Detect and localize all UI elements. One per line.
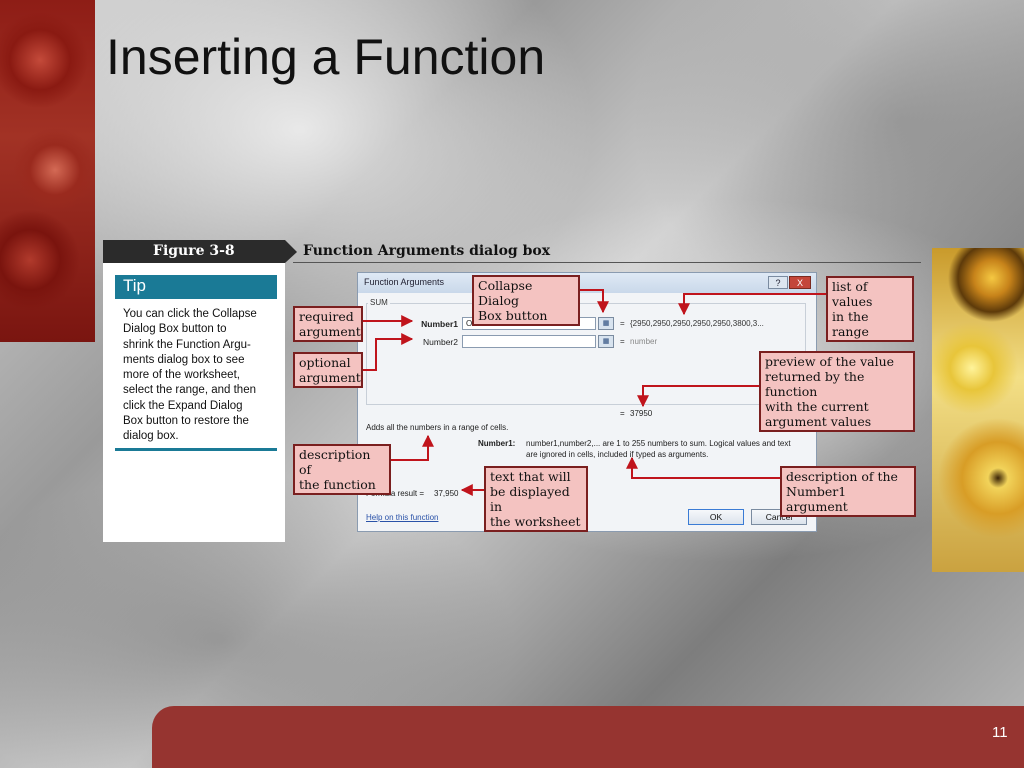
number1-label: Number1: [421, 319, 458, 329]
figure-title-rule: [293, 262, 921, 263]
dialog-titlebar: Function Arguments: [358, 273, 816, 293]
tip-line: Dialog Box button to: [123, 323, 227, 336]
slide-number: 11: [992, 724, 1008, 741]
number1-result: {2950,2950,2950,2950,2950,3800,3...: [630, 319, 764, 328]
decorative-right-flower: [932, 248, 1024, 572]
callout-line: the function: [299, 477, 376, 492]
number2-input[interactable]: [462, 335, 596, 348]
callout-line: Box button: [478, 308, 548, 323]
callout-line: in the range: [832, 309, 869, 339]
tip-line: ments dialog box to see: [123, 353, 245, 366]
tip-line: select the range, and then: [123, 384, 256, 397]
callout-required-argument: required argument: [293, 306, 363, 342]
callout-line: optional: [299, 355, 351, 370]
footer-bar: [152, 706, 1024, 768]
callout-preview-value: preview of the value returned by the fun…: [759, 351, 915, 432]
ok-button[interactable]: OK: [688, 509, 744, 525]
function-name: SUM: [368, 298, 390, 307]
collapse-dialog-icon: ▦: [602, 320, 610, 327]
dialog-title: Function Arguments: [364, 277, 445, 287]
callout-line: preview of the value: [765, 354, 895, 369]
help-on-function-link[interactable]: Help on this function: [366, 513, 439, 522]
callout-line: text that will: [490, 469, 571, 484]
tip-line: Box button to restore the: [123, 415, 249, 428]
decorative-left-flower: [0, 0, 95, 342]
callout-line: required: [299, 309, 354, 324]
figure-label: Figure 3-8: [103, 240, 297, 263]
callout-function-description: description of the function: [293, 444, 391, 495]
collapse-dialog-icon: ▦: [602, 338, 610, 345]
slide-title: Inserting a Function: [106, 29, 546, 85]
callout-list-of-values: list of values in the range: [826, 276, 914, 342]
number2-equals: =: [620, 337, 625, 346]
formula-result-value: 37,950: [434, 489, 459, 498]
tip-line: You can click the Collapse: [123, 308, 257, 320]
callout-collapse-dialog: Collapse Dialog Box button: [472, 275, 580, 326]
callout-line: argument: [299, 370, 361, 385]
argument-description-line: number1,number2,... are 1 to 255 numbers…: [526, 439, 791, 448]
tip-line: more of the worksheet,: [123, 369, 240, 382]
callout-line: be displayed in: [490, 484, 570, 514]
callout-line: description of: [299, 447, 371, 477]
figure-title: Function Arguments dialog box: [303, 243, 551, 259]
argument-description-label: Number1:: [478, 439, 516, 448]
tip-heading: Tip: [115, 275, 277, 299]
callout-line: Number1 argument: [786, 484, 848, 514]
number1-equals: =: [620, 319, 625, 328]
tip-line: dialog box.: [123, 430, 179, 443]
function-description: Adds all the numbers in a range of cells…: [366, 423, 509, 432]
number1-collapse-button[interactable]: ▦: [598, 317, 614, 330]
preview-result: 37950: [630, 409, 653, 418]
callout-line: with the current: [765, 399, 869, 414]
callout-line: the worksheet: [490, 514, 581, 529]
tip-bottom-rule: [115, 448, 277, 451]
callout-line: argument: [299, 324, 361, 339]
callout-line: Collapse Dialog: [478, 278, 533, 308]
callout-line: description of the: [786, 469, 898, 484]
preview-equals: =: [620, 409, 625, 418]
tip-line: click the Expand Dialog: [123, 399, 243, 412]
formula-result-label: Formula result =: [366, 489, 425, 498]
help-button[interactable]: ?: [768, 276, 788, 289]
number2-label: Number2: [423, 337, 458, 347]
callout-line: argument values: [765, 414, 872, 429]
callout-line: list of values: [832, 279, 873, 309]
close-button[interactable]: X: [789, 276, 811, 289]
callout-number1-description: description of the Number1 argument: [780, 466, 916, 517]
tip-text: You can click the Collapse Dialog Box bu…: [123, 307, 275, 445]
number2-collapse-button[interactable]: ▦: [598, 335, 614, 348]
callout-text-displayed: text that will be displayed in the works…: [484, 466, 588, 532]
tip-box: Tip You can click the Collapse Dialog Bo…: [103, 263, 285, 542]
argument-description-line: are ignored in cells, included if typed …: [526, 450, 709, 459]
callout-optional-argument: optional argument: [293, 352, 363, 388]
callout-line: returned by the function: [765, 369, 865, 399]
tip-line: shrink the Function Argu-: [123, 338, 251, 351]
number2-result: number: [630, 337, 658, 346]
